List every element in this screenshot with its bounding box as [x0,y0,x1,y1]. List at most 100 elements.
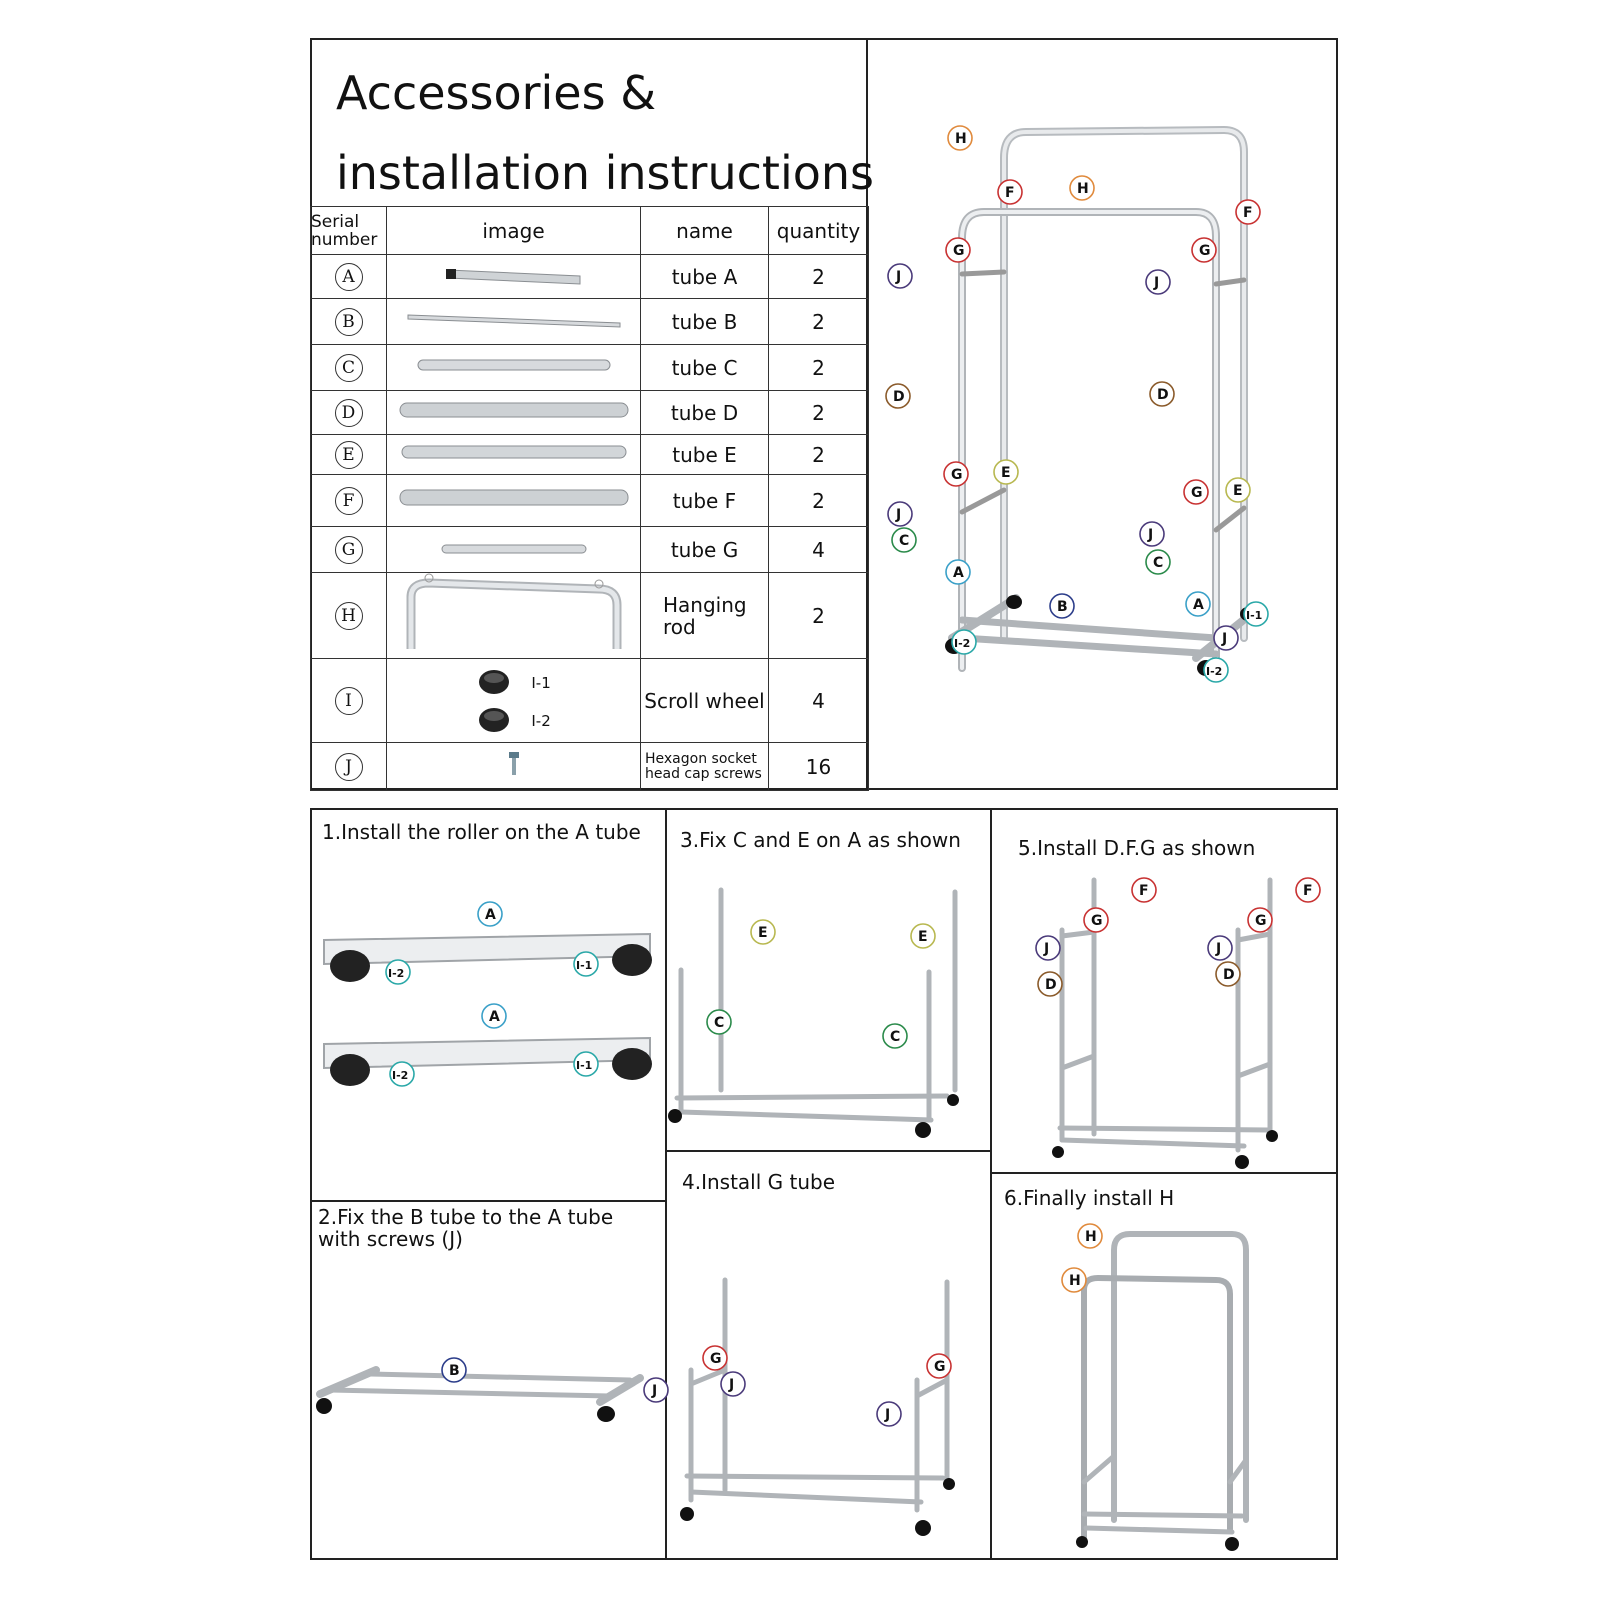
svg-text:F: F [1303,883,1313,899]
svg-text:J: J [895,269,901,285]
svg-text:A: A [489,1009,500,1025]
svg-text:G: G [934,1359,946,1375]
svg-text:J: J [651,1383,657,1399]
part-name: tube D [640,390,769,435]
table-row: F tube F 2 [310,474,869,527]
table-row: B tube B 2 [310,298,869,345]
label-e: E [993,459,1019,485]
svg-text:J: J [1147,527,1153,543]
part-name: Hexagon socket head cap screws [640,742,769,791]
table-row: I I-1 I-2 Scroll wheel 4 [310,658,869,743]
table-row: E tube E 2 [310,434,869,475]
svg-text:I-2: I-2 [392,1069,408,1082]
svg-text:I-2: I-2 [388,967,404,980]
label-d: D [1149,381,1175,407]
svg-text:C: C [890,1029,900,1045]
svg-text:G: G [1255,913,1267,929]
label-h: H [1069,175,1095,201]
label-e: E [1225,477,1251,503]
hanging-rod-image [406,573,621,649]
title-line-2: installation instructions [336,146,874,200]
header-serial: Serial number [310,206,387,255]
svg-text:J: J [1153,275,1159,291]
svg-text:G: G [1091,913,1103,929]
step-5-caption: 5.Install D.F.G as shown [1018,836,1256,860]
part-quantity: 2 [768,254,869,299]
step-4-diagram: G J G J [680,1277,955,1536]
serial-badge: J [334,752,363,781]
part-name: Scroll wheel [640,658,769,743]
part-name: tube G [640,526,769,573]
label-a: A [945,559,971,585]
label-j: J [1145,269,1171,295]
header-quantity: quantity [768,206,869,255]
part-quantity: 2 [768,572,869,659]
wheel-icon [479,670,509,694]
part-quantity: 2 [768,474,869,527]
part-quantity: 2 [768,434,869,475]
svg-text:D: D [893,389,905,405]
svg-text:D: D [1157,387,1169,403]
tube-b-image [407,314,620,328]
part-name: Hanging rod [640,572,769,659]
rack-overview-diagram [945,125,1256,676]
svg-text:D: D [1045,977,1057,993]
svg-text:G: G [953,243,965,259]
label-j: J [1213,625,1239,651]
table-row: G tube G 4 [310,526,869,573]
svg-text:H: H [1085,1229,1097,1245]
tube-g-image [441,544,586,553]
tube-a-image [445,269,580,285]
svg-text:A: A [953,565,964,581]
svg-text:J: J [1043,941,1049,957]
svg-text:H: H [955,131,967,147]
serial-badge: A [334,262,363,291]
part-quantity: 2 [768,298,869,345]
label-h: H [947,125,973,151]
svg-text:H: H [1077,181,1089,197]
part-name: tube F [640,474,769,527]
serial-badge: C [334,353,363,382]
step-4-caption: 4.Install G tube [682,1170,836,1194]
table-row: A tube A 2 [310,254,869,299]
table-row: H Hanging rod 2 [310,572,869,659]
table-row: D tube D 2 [310,390,869,435]
svg-text:G: G [710,1351,722,1367]
step-1-diagram: A A I-2 I-1 I-2 I-1 [323,901,652,1087]
part-quantity: 16 [768,742,869,791]
label-a: A [1185,591,1211,617]
label-j: J [1139,521,1165,547]
svg-text:I-1: I-1 [576,959,592,972]
svg-text:B: B [449,1363,460,1379]
label-f: F [1235,199,1261,225]
svg-text:E: E [1233,483,1243,499]
svg-text:C: C [1153,555,1163,571]
title-line-1: Accessories & [336,66,657,120]
wheel-icon [479,708,509,732]
part-quantity: 4 [768,658,869,743]
label-c: C [891,527,917,553]
svg-text:A: A [1193,597,1204,613]
svg-text:F: F [1243,205,1253,221]
part-name: tube E [640,434,769,475]
svg-text:E: E [918,929,928,945]
step-6-caption: 6.Finally install H [1004,1186,1175,1210]
step-2-diagram: B J [316,1357,669,1422]
svg-text:J: J [728,1377,734,1393]
table-row: J Hexagon socket head cap screws 16 [310,742,869,791]
serial-badge: I [334,686,363,715]
label-i2: I-2 [951,629,977,655]
part-name: tube A [640,254,769,299]
serial-badge: E [334,440,363,469]
part-name: tube C [640,344,769,391]
wheel-label-2: I-2 [531,711,551,730]
label-j: J [887,263,913,289]
step-3-diagram: E E C C [668,887,959,1138]
svg-text:D: D [1223,967,1235,983]
step-1-caption: 1.Install the roller on the A tube [322,820,641,844]
rack-overview-labels: H F H F G G J J D D G E G E J J C C A B … [885,125,1269,683]
step-6-diagram: H H [1061,1223,1249,1551]
svg-text:A: A [485,907,496,923]
serial-badge: F [334,486,363,515]
header-name: name [640,206,769,255]
